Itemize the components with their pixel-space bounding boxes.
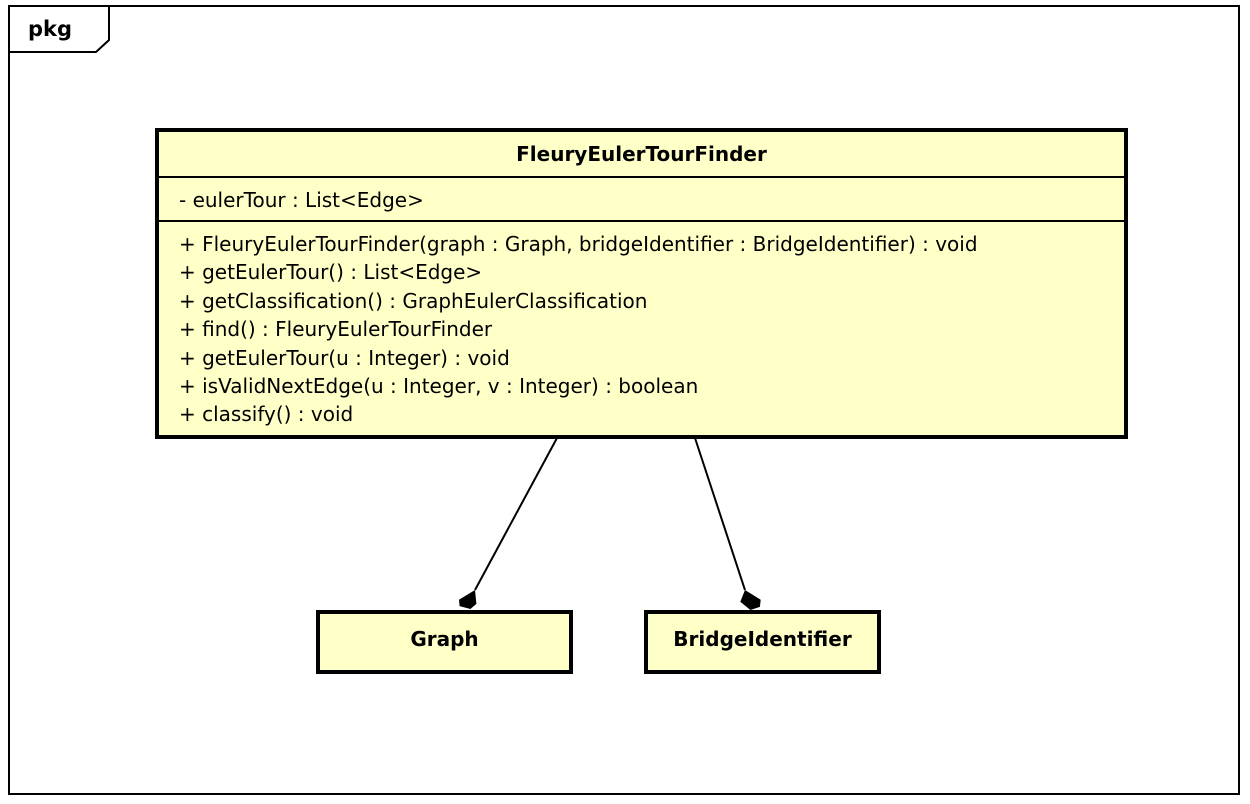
package-label: pkg [28,17,73,41]
package-frame [8,5,1240,795]
diamond-marker-graph [459,590,477,609]
operations-compartment: + FleuryEulerTourFinder(graph : Graph, b… [159,222,1124,429]
class-graph[interactable]: Graph [316,610,573,674]
attribute-row: - eulerTour : List<Edge> [179,188,424,212]
attributes-compartment: - eulerTour : List<Edge> [159,178,1124,220]
class-bridge-identifier[interactable]: BridgeIdentifier [644,610,881,674]
compartment-divider [159,176,1124,178]
compartment-divider [159,220,1124,222]
operation-row: + classify() : void [179,402,354,427]
operation-row: + find() : FleuryEulerTourFinder [179,317,493,342]
operation-row: + getEulerTour() : List<Edge> [179,260,483,285]
class-name: FleuryEulerTourFinder [516,142,767,166]
class-fleury-euler-tour-finder[interactable]: FleuryEulerTourFinder - eulerTour : List… [155,128,1128,439]
operation-row: + isValidNextEdge(u : Integer, v : Integ… [179,374,699,399]
operation-row: + FleuryEulerTourFinder(graph : Graph, b… [179,232,978,256]
diamond-marker-bridge [740,590,761,610]
class-name: BridgeIdentifier [673,627,852,651]
class-name: Graph [410,627,479,651]
operation-row: + getEulerTour(u : Integer) : void [179,345,510,370]
package-tab [9,6,110,53]
composition-graph[interactable] [459,437,558,609]
operation-row: + getClassification() : GraphEulerClassi… [179,288,648,313]
composition-bridge[interactable] [694,437,761,610]
